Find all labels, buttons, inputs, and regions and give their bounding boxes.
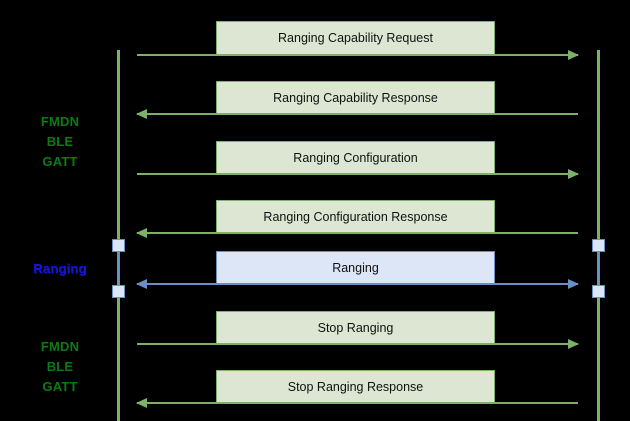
arrow-shaft (137, 113, 578, 115)
arrowhead-left-icon (136, 109, 147, 119)
arrow-shaft (137, 232, 578, 234)
arrow-shaft (137, 283, 578, 285)
phase-label-line: GATT (42, 379, 78, 394)
arrowhead-right-icon (568, 50, 579, 60)
arrow-shaft (137, 402, 578, 404)
message-label: Ranging (332, 261, 379, 275)
message-box-ranging-configuration[interactable]: Ranging Configuration (216, 141, 495, 175)
activation-left-end (112, 285, 125, 298)
message-label: Stop Ranging Response (287, 380, 424, 394)
phase-label-line: FMDN (40, 339, 80, 354)
message-label: Ranging Configuration (293, 151, 418, 165)
arrowhead-right-icon (568, 339, 579, 349)
activation-right-end (592, 285, 605, 298)
message-box-ranging-capability-request[interactable]: Ranging Capability Request (216, 21, 495, 55)
lifeline-left (117, 50, 120, 421)
arrow-ranging-capability-request (137, 47, 579, 63)
message-label: Ranging Capability Request (278, 31, 433, 45)
message-label: Stop Ranging (317, 321, 394, 335)
lifeline-right (597, 50, 600, 421)
arrowhead-left-icon (136, 228, 147, 238)
arrow-stop-ranging-response (136, 395, 578, 411)
activation-bar-left (117, 252, 120, 285)
arrow-shaft (137, 54, 578, 56)
phase-label-line: BLE (46, 359, 74, 374)
arrowhead-left-icon (136, 398, 147, 408)
phase-label-line: Ranging (33, 261, 87, 276)
message-label: Ranging Configuration Response (263, 210, 448, 224)
activation-left-start (112, 239, 125, 252)
phase-label-line: GATT (42, 154, 78, 169)
arrowhead-right-icon (568, 169, 579, 179)
arrowhead-left-icon (136, 279, 147, 289)
message-box-stop-ranging[interactable]: Stop Ranging (216, 311, 495, 345)
message-box-ranging[interactable]: Ranging (216, 251, 495, 285)
activation-right-start (592, 239, 605, 252)
arrow-ranging-configuration-response (136, 225, 578, 241)
arrow-ranging-bidirectional (136, 276, 579, 292)
arrow-ranging-capability-response (136, 106, 578, 122)
arrowhead-right-icon (568, 279, 579, 289)
message-box-stop-ranging-response[interactable]: Stop Ranging Response (216, 370, 495, 404)
phase-label-line: FMDN (40, 114, 80, 129)
phase-label-line: BLE (46, 134, 74, 149)
phase-label-ranging: Ranging (12, 259, 108, 279)
activation-bar-right (597, 252, 600, 285)
arrow-ranging-configuration (137, 166, 579, 182)
message-label: Ranging Capability Response (273, 91, 438, 105)
arrow-shaft (137, 173, 578, 175)
phase-label-fmdn-top: FMDN BLE GATT (12, 112, 108, 172)
arrow-stop-ranging (137, 336, 579, 352)
phase-label-fmdn-bottom: FMDN BLE GATT (12, 337, 108, 397)
arrow-shaft (137, 343, 578, 345)
